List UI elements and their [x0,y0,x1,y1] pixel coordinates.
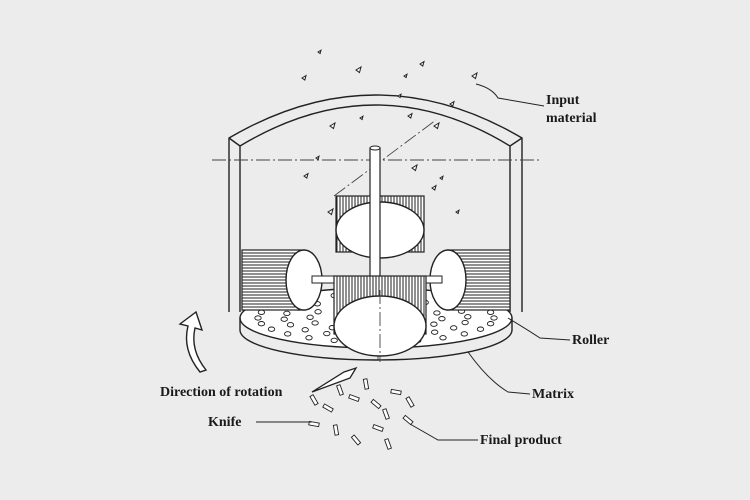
matrix-hole [486,321,495,327]
matrix-hole [301,327,309,333]
pellet [336,384,344,396]
input-particle [397,93,402,99]
input-particle [359,115,364,121]
rotation-arrow [178,310,208,373]
label-input-material-line2: material [546,111,597,126]
input-particle [301,74,307,81]
input-particle [355,65,362,74]
input-material-particles [301,49,478,216]
matrix-hole [486,309,495,315]
matrix-hole [280,316,288,322]
matrix-hole [254,315,262,321]
matrix-hole [284,331,292,337]
input-particle [449,100,455,107]
pellet [370,398,382,410]
input-particle [419,60,425,67]
label-direction-of-rotation: Direction of rotation [160,385,283,400]
input-particle [315,155,320,161]
matrix-hole [286,322,295,328]
input-particle [327,207,334,216]
leader-lines [256,83,571,441]
input-particle [431,184,437,191]
pellet [382,408,390,420]
pellet [309,394,319,406]
matrix-hole [464,314,472,320]
pellet [348,394,360,402]
matrix-hole [439,335,447,341]
matrix-hole [306,314,314,320]
pellet [308,420,320,428]
input-particle [403,73,408,79]
label-matrix: Matrix [532,387,574,402]
pellet [390,388,402,396]
label-knife: Knife [208,415,242,430]
final-product-pellets [308,378,415,450]
matrix-hole [257,321,266,327]
matrix-hole [460,331,468,337]
label-roller: Roller [572,333,610,348]
matrix-hole [461,319,469,326]
housing [228,94,523,312]
matrix-hole [431,329,439,335]
input-particle [329,121,336,130]
input-particle [471,71,478,80]
input-particle [455,209,460,215]
roller-right [429,249,511,311]
pellet [402,414,414,426]
input-particle [317,49,322,55]
input-particle [439,175,444,181]
roller-left [241,249,323,311]
matrix-hole [323,330,331,337]
matrix-hole [314,309,322,315]
pellet [372,424,384,432]
pellet [350,434,362,446]
roller-front [333,275,427,362]
matrix-hole [330,337,338,344]
matrix-hole [430,321,438,327]
matrix-hole [433,310,441,316]
pellet [384,438,392,450]
matrix-hole [267,326,276,332]
input-particle [303,172,309,179]
matrix-hole [490,315,498,321]
label-final-product: Final product [480,433,562,448]
matrix-hole [283,310,291,317]
pellet [405,396,415,408]
pellet [362,378,370,390]
matrix-hole [450,325,458,331]
matrix-hole [257,309,266,315]
input-particle [411,163,418,172]
matrix-hole [305,335,313,341]
pellet [322,403,334,413]
matrix-hole [438,316,446,322]
label-input-material-line1: Input [546,93,580,108]
matrix-hole [311,320,319,326]
input-particle [433,121,440,130]
knife [311,366,358,393]
matrix-hole [476,326,485,332]
pellet [332,424,340,436]
input-particle [407,112,413,119]
